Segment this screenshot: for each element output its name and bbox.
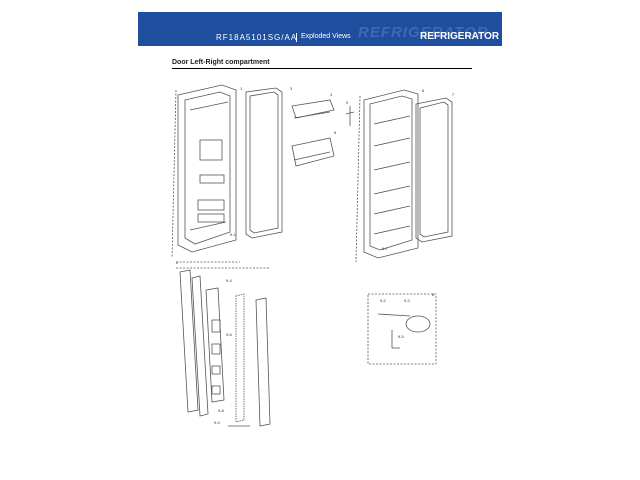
door-parts-assembly	[179, 269, 271, 427]
callout-3: 3	[290, 86, 293, 91]
category-title: REFRIGERATOR	[420, 31, 500, 42]
model-number: RF18A5101SG/AA	[216, 33, 298, 42]
callout-9-6: 9-6	[226, 332, 233, 337]
callout-9: 9	[346, 100, 349, 105]
harness-assembly	[367, 293, 437, 365]
callout-9-5: 9-5	[398, 334, 405, 339]
callout-9-9: 9-9	[214, 420, 221, 425]
callout-2: 2	[176, 260, 179, 265]
callout-labels: 1 3 4 5 6 7 8 9 2 9-1 9-2 9-3 9-4 9-5 9-…	[176, 86, 455, 425]
header-watermark: REFRIGERATOR	[358, 24, 489, 41]
door-bins	[291, 99, 335, 167]
callout-9-1: 9-1	[230, 232, 237, 237]
callout-9-8: 9-8	[218, 408, 225, 413]
left-gasket	[245, 87, 283, 239]
callout-9-3: 9-3	[404, 298, 411, 303]
callout-5: 5	[334, 130, 337, 135]
leader-lines	[171, 89, 361, 269]
section-divider	[172, 68, 472, 69]
callout-7: 7	[452, 92, 455, 97]
right-gasket	[415, 97, 453, 243]
callout-1: 1	[240, 86, 243, 91]
brand-logo: SAMSUNG	[14, 9, 91, 24]
callout-9-7: 9-7	[382, 246, 389, 251]
callout-9-4: 9-4	[226, 278, 233, 283]
header-separator	[296, 33, 297, 42]
callout-4: 4	[330, 92, 333, 97]
header-banner	[138, 12, 502, 46]
section-title: Door Left-Right compartment	[172, 59, 270, 66]
callout-6: 6	[422, 88, 425, 93]
right-door	[363, 89, 419, 259]
callout-9-2: 9-2	[380, 298, 387, 303]
views-label: Exploded Views	[301, 33, 351, 40]
small-hinge-part	[345, 106, 355, 126]
callout-8: 8	[432, 292, 435, 297]
left-door	[177, 84, 237, 253]
